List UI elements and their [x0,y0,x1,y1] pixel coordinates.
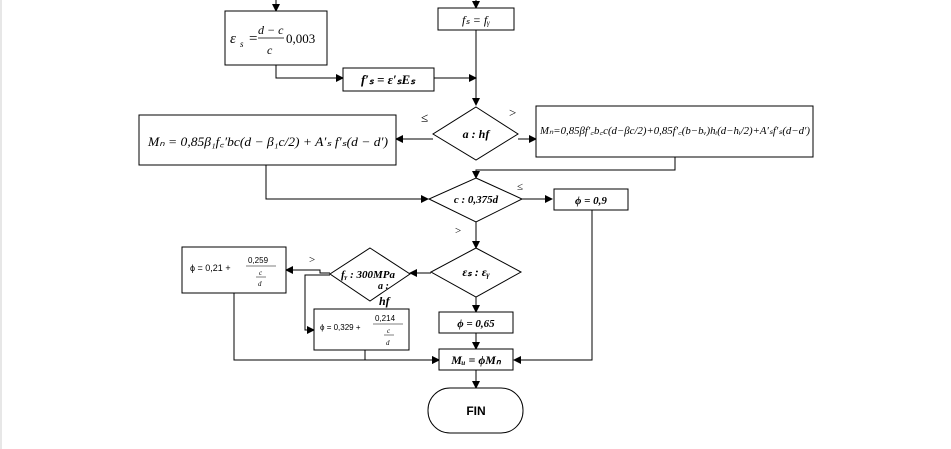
svg-text:c : 0,375d: c : 0,375d [454,194,499,206]
decision-eps: εₛ : εᵧ [429,247,523,298]
svg-text:ϕ = 0,9: ϕ = 0,9 [575,195,607,207]
svg-text:c: c [267,43,273,57]
svg-text:0,259: 0,259 [248,256,269,265]
stray-label-a: a : [378,281,389,292]
svg-text:a : hf: a : hf [463,127,491,141]
svg-text:ε: ε [230,31,236,47]
arrow-strain-to-fs [275,65,344,82]
svg-text:ϕ = 0,65: ϕ = 0,65 [457,318,495,330]
svg-text:d: d [386,339,390,347]
svg-text:FIN: FIN [466,404,485,418]
svg-text:εₛ : εᵧ: εₛ : εᵧ [462,265,489,279]
decision-fy: fᵧ : 300MPa [329,247,411,302]
edge-label-le-c: ≤ [517,181,523,193]
svg-text:d: d [258,280,262,288]
svg-text:ϕ = 0,329 +: ϕ = 0,329 + [320,323,361,332]
decision-a-hf: a : hf [432,106,519,161]
arrow-moment-rect-to-c [265,165,429,203]
edge-label-gt-right: > [509,105,516,120]
phi-021-box: ϕ = 0,21 + 0,259 c d [181,246,287,294]
edge-label-le-left: ≤ [421,110,428,125]
steel-stress-box: f′ₛ = ε′ₛEₛ [342,67,435,92]
stray-label-hf: hf [379,294,391,308]
arrow-fy-to-phi021 [285,266,330,274]
svg-text:Mᵤ = ϕMₙ: Mᵤ = ϕMₙ [450,353,502,367]
svg-text:s: s [240,39,244,49]
steel-yield-box: fₛ = fᵧ [437,7,515,31]
arrow-fy-to-phi0329 [304,274,330,334]
strain-formula-box: ε s = d − c c 0,003 [224,10,328,66]
decision-c-0375d: c : 0,375d [427,177,524,223]
moment-rectangular-box: Mₙ = 0,85β₁f꜀′bc(d − β₁c/2) + A′ₛ f′ₛ(d … [138,114,397,166]
arrow-phi09-to-mu [513,210,593,364]
svg-text:c: c [259,269,263,277]
moment-tee-box: Mₙ=0,85βf′꜀b꜀c(d−βc/2)+0,85f′꜀(b−bᵥ)hᵢ(d… [535,105,814,158]
mu-box: Mᵤ = ϕMₙ [438,348,514,371]
svg-text:=: = [249,31,257,47]
svg-text:ϕ = 0,21 +: ϕ = 0,21 + [190,263,231,273]
svg-text:fₛ = fᵧ: fₛ = fᵧ [462,13,490,27]
svg-text:Mₙ = 0,85β₁f꜀′bc(d − β₁c/2) +: Mₙ = 0,85β₁f꜀′bc(d − β₁c/2) + A′ₛ f′ₛ(d … [147,135,388,149]
phi-065-box: ϕ = 0,65 [438,311,514,334]
svg-text:f′ₛ = ε′ₛEₛ: f′ₛ = ε′ₛEₛ [361,72,416,87]
svg-text:d − c: d − c [258,23,284,37]
svg-text:Mₙ=0,85βf′꜀b꜀c(d−βc/2)+0,85f′꜀: Mₙ=0,85βf′꜀b꜀c(d−βc/2)+0,85f′꜀(b−bᵥ)hᵢ(d… [539,126,811,137]
edge-label-gt-fy: > [309,254,315,266]
svg-text:0,214: 0,214 [375,314,396,323]
edge-label-gt-c: > [455,225,461,237]
arrow-phi0329-to-mu [364,350,440,364]
phi-09-box: ϕ = 0,9 [553,188,629,211]
phi-0329-box: ϕ = 0,329 + 0,214 c d [313,308,410,351]
arrow-moment-tee-to-c [472,157,676,179]
svg-text:c: c [387,327,391,335]
svg-text:fᵧ : 300MPa: fᵧ : 300MPa [341,269,396,281]
svg-text:0,003: 0,003 [286,31,315,46]
fin-terminal: FIN [427,387,524,434]
